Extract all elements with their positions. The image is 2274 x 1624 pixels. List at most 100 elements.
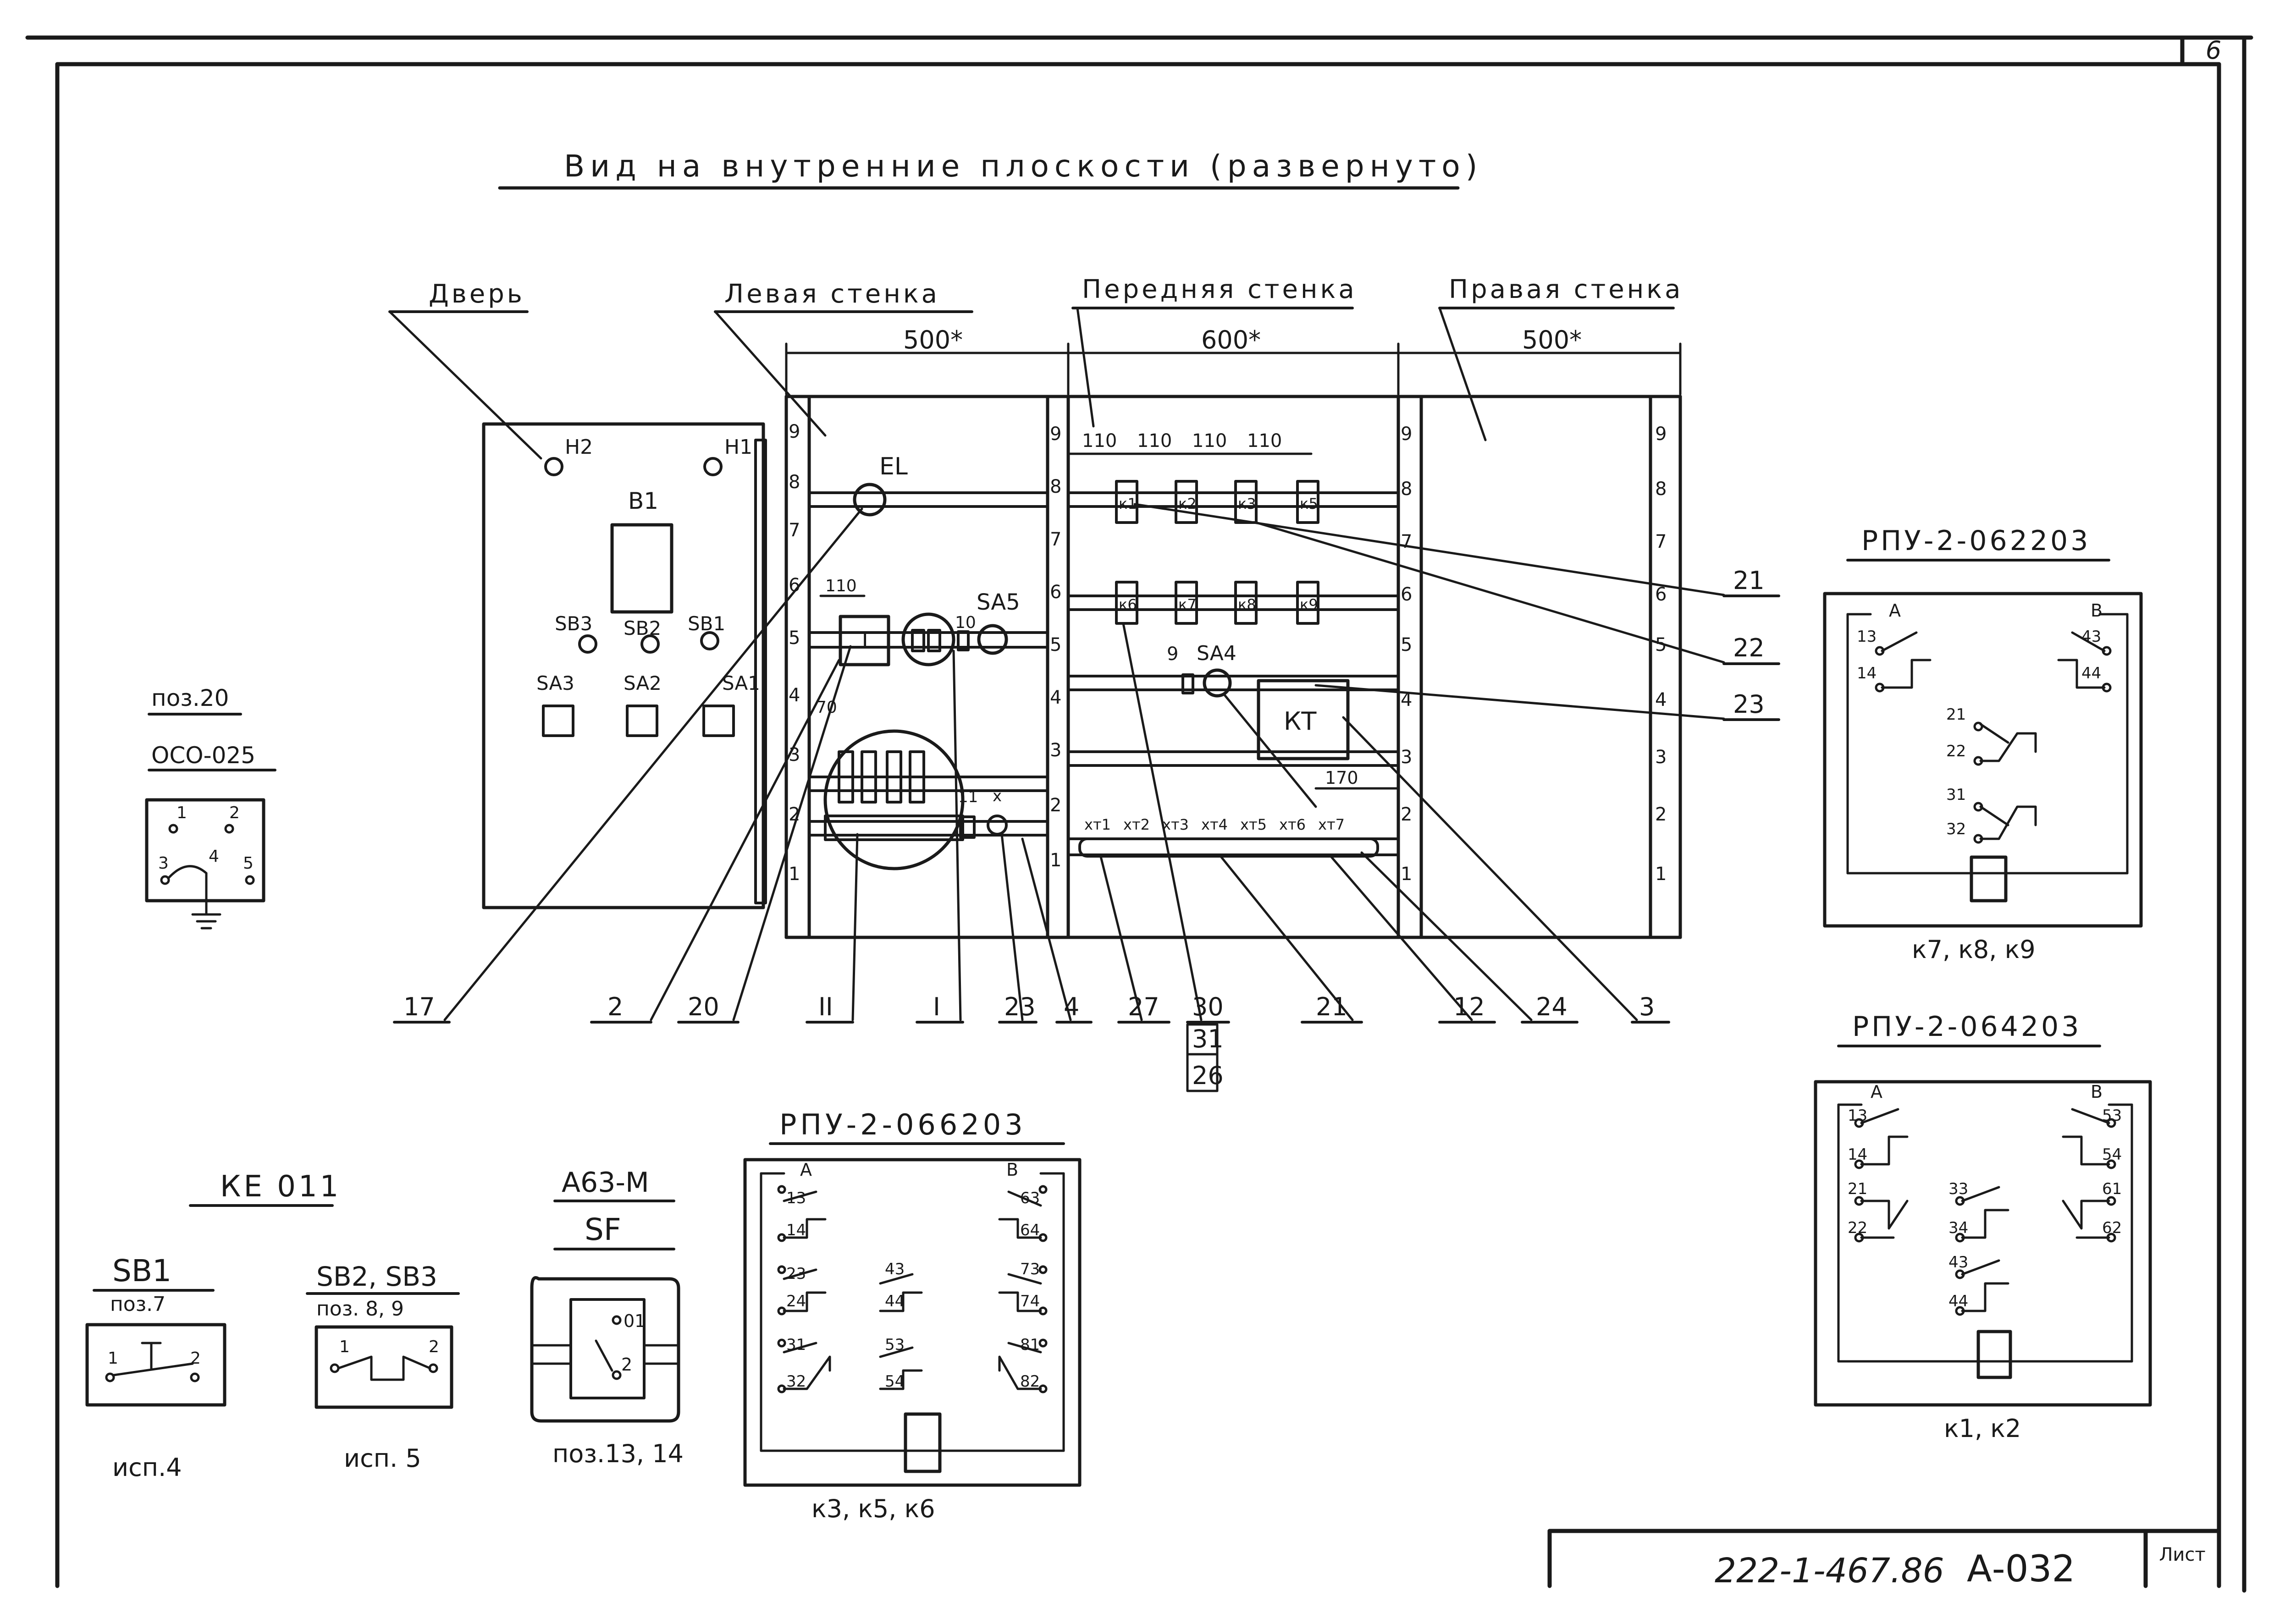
transformer-t <box>839 615 890 666</box>
scale-left-a: 1 2 3 4 5 6 7 8 9 <box>789 421 800 885</box>
pin-label: 1 <box>177 804 187 822</box>
terminal-label: хт2 <box>1123 816 1150 833</box>
pin-label: 53 <box>885 1336 905 1354</box>
door-hinge-strip <box>754 439 767 904</box>
switch-sa2 <box>626 705 658 737</box>
label-sa5: SA5 <box>977 589 1020 615</box>
relay-064-contacts <box>1837 1103 2133 1363</box>
callout-26: 26 <box>1192 1061 1224 1090</box>
sb23-contact <box>330 1355 438 1381</box>
relay-062-pins: А В 13 14 43 44 21 22 31 32 <box>1857 600 2103 838</box>
heading-right-wall: Правая стенка <box>1449 275 1683 304</box>
pin-label: 43 <box>885 1260 905 1278</box>
pin-label: 23 <box>786 1265 806 1283</box>
pin-label: 24 <box>786 1292 806 1310</box>
pin-label: 43 <box>1948 1253 1968 1272</box>
terminal-label: хт3 <box>1162 816 1189 833</box>
pin-label: 4 <box>209 847 219 866</box>
scale-tick-label: 2 <box>1050 795 1061 816</box>
callout-20: 20 <box>688 992 719 1021</box>
callout-17: 17 <box>403 992 435 1021</box>
dim-110-4: 110 <box>1247 430 1282 451</box>
breaker-group-2 <box>823 729 965 870</box>
pin-label: 14 <box>786 1221 806 1239</box>
label-rpu066-apply: к3, к5, к6 <box>811 1494 935 1523</box>
relay-066-frame <box>743 1158 1082 1487</box>
label-sf: SF <box>585 1212 621 1247</box>
fuse <box>927 629 941 652</box>
pin-label: А <box>1871 1082 1882 1102</box>
label-sb23-detail: SB2, SB3 <box>316 1261 437 1292</box>
pin-label: 13 <box>1857 628 1877 646</box>
terminal-label: хт4 <box>1201 816 1228 833</box>
pin-label: 62 <box>2102 1219 2122 1237</box>
callout-30: 30 <box>1192 992 1224 1021</box>
pin-label: 82 <box>1020 1372 1040 1391</box>
callout-2: 2 <box>607 992 623 1021</box>
label-pos20: поз.20 <box>151 685 229 711</box>
pin-label: 61 <box>2102 1180 2122 1198</box>
pin-label: 21 <box>1946 705 1966 724</box>
relay-064-pins: А В 13 14 21 22 33 34 43 44 53 54 61 62 <box>1848 1082 2122 1310</box>
sheet-stamp: Лист <box>2159 1544 2205 1565</box>
terminal-label: хт6 <box>1279 816 1306 833</box>
dim-front: 600* <box>1201 325 1261 354</box>
scale-tick-label: 3 <box>1655 747 1667 768</box>
pin-label: 22 <box>1848 1219 1867 1237</box>
scale-tick-label: 6 <box>1050 582 1061 603</box>
callout-30-box <box>1186 1023 1219 1092</box>
album-code: А-032 <box>1967 1547 2075 1590</box>
label-k2: к2 <box>1178 495 1197 512</box>
relay-row-top: к1 к2 к3 к5 <box>1115 480 1319 524</box>
callout-31: 31 <box>1192 1024 1224 1053</box>
label-sb1-detail: SB1 <box>112 1253 171 1288</box>
title-block <box>1547 1529 2221 1588</box>
label-sb3: SB3 <box>555 612 592 635</box>
label-k9: к9 <box>1300 596 1318 613</box>
relay-row-middle: к6 к7 к8 к9 <box>1115 581 1319 625</box>
scale-tick-label: 8 <box>1655 479 1667 500</box>
pin-label: 32 <box>786 1372 806 1391</box>
switch-sa1 <box>702 705 735 737</box>
scale-tick-label: 4 <box>1050 687 1061 708</box>
oso025-symbol <box>160 824 255 930</box>
button-sb1 <box>700 631 719 650</box>
pin-label: 1 <box>108 1349 118 1368</box>
breaker-body <box>530 1276 680 1423</box>
pin-label: 63 <box>1020 1189 1040 1207</box>
scale-tick-label: 1 <box>1050 850 1061 871</box>
label-sb1-pos: поз.7 <box>110 1293 166 1316</box>
pin-label: 54 <box>885 1372 905 1391</box>
pin-label: 31 <box>1946 786 1966 804</box>
scale-tick-label: 8 <box>1401 479 1412 500</box>
callout-23: 23 <box>1004 992 1036 1021</box>
scale-right-a: 1 2 3 4 5 6 7 8 9 <box>1401 424 1412 885</box>
scale-tick-label: 1 <box>789 864 800 885</box>
label-sb2: SB2 <box>624 617 661 639</box>
label-sb23-variant: исп. 5 <box>344 1444 421 1473</box>
pin-label: 2 <box>429 1338 439 1356</box>
label-el: EL <box>879 453 908 480</box>
terminal-label: хт7 <box>1318 816 1345 833</box>
relay-k1 <box>1115 480 1138 524</box>
scale-tick-label: 7 <box>1655 531 1667 552</box>
scale-tick-label: 8 <box>789 472 800 493</box>
terminal-11 <box>959 815 976 839</box>
relay-k8 <box>1234 581 1258 625</box>
button-sb23-symbol <box>315 1325 453 1409</box>
pin-label: 2 <box>229 804 240 822</box>
callout-22: 22 <box>1733 633 1765 662</box>
label-sa1: SA1 <box>722 672 760 694</box>
dim-right: 500* <box>1522 325 1582 354</box>
callout-23-right: 23 <box>1733 690 1765 719</box>
relay-064-coil <box>1976 1330 2012 1379</box>
pin-label: 3 <box>158 854 169 873</box>
scale-tick-label: 4 <box>789 685 800 706</box>
label-11: 11 <box>958 788 978 806</box>
relay-k9 <box>1296 581 1319 625</box>
relay-k2 <box>1175 480 1198 524</box>
relay-062-frame <box>1823 592 2143 928</box>
pin-label: В <box>2091 1082 2103 1102</box>
sheet-frame <box>25 35 2253 1593</box>
pin-label: 32 <box>1946 820 1966 838</box>
